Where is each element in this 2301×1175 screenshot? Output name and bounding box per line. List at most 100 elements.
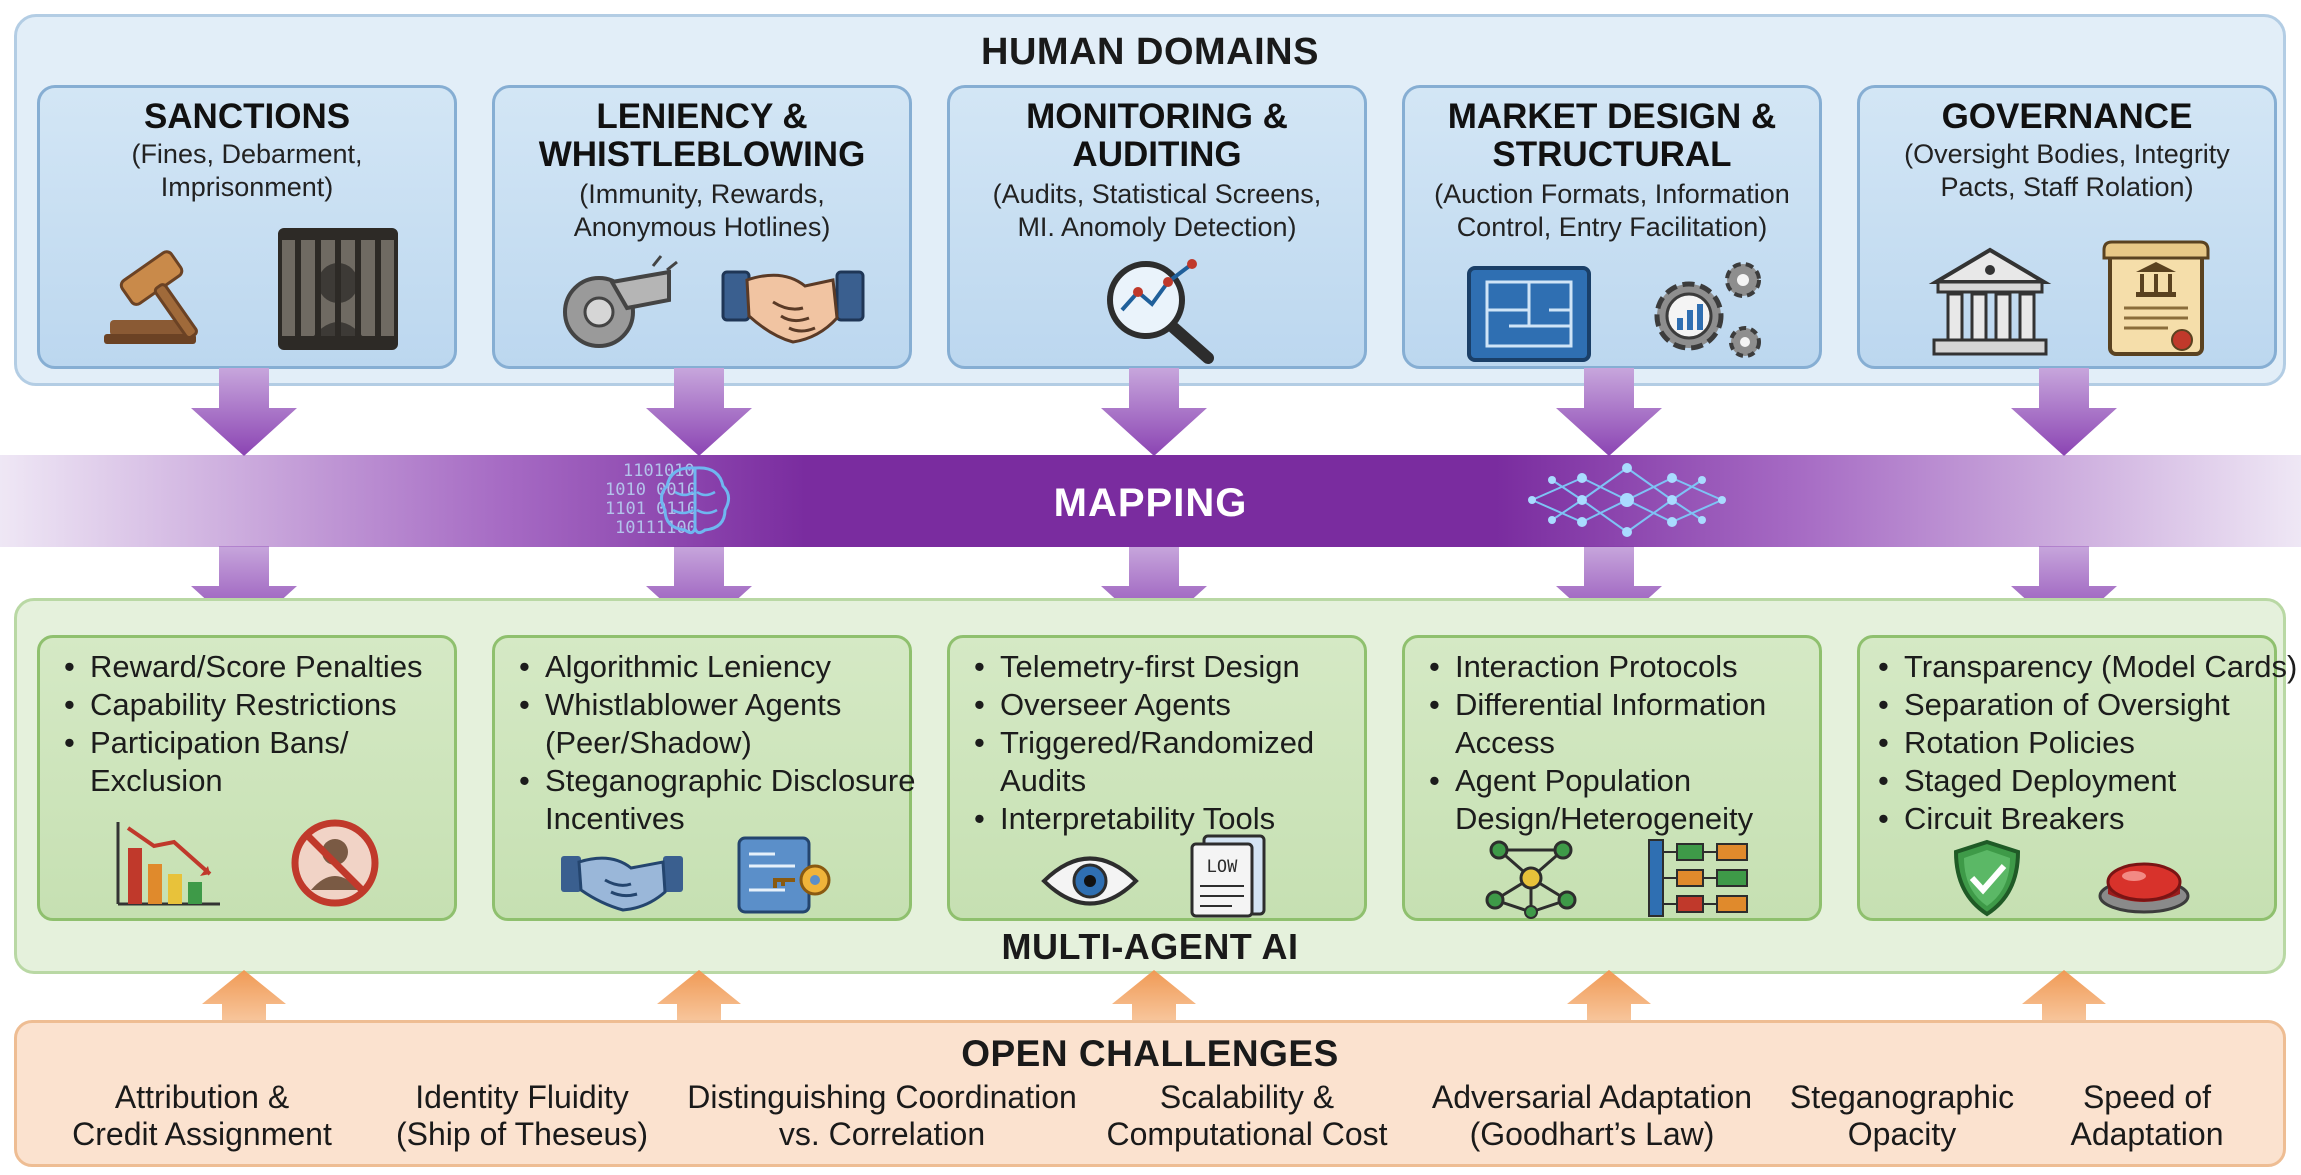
challenge-item: Adversarial Adaptation(Goodhart’s Law) xyxy=(1431,1079,1753,1152)
network-icon xyxy=(1485,840,1577,919)
bullet-list: Interaction Protocols Differential Infor… xyxy=(1429,648,1766,838)
courthouse-icon xyxy=(1928,247,2052,356)
card-subtitle-line: Imprisonment) xyxy=(160,172,334,202)
card-sanctions: SANCTIONS (Fines, Debarment, Imprisonmen… xyxy=(37,85,457,369)
log-label: LOW xyxy=(1207,857,1238,877)
bullet-item: Capability Restrictions xyxy=(64,686,423,724)
binary-text: 1101010 1010 0010 1101 0110 10111100 xyxy=(605,462,697,538)
bullet-item: Overseer Agents xyxy=(974,686,1314,724)
bullet-item: Algorithmic Leniency xyxy=(519,648,916,686)
multi-agent-ai-title: MULTI-AGENT AI xyxy=(1001,926,1299,967)
handshake-icon xyxy=(721,270,865,344)
bullet-item: Reward/Score Penalties xyxy=(64,648,423,686)
human-domains-panel: HUMAN DOMAINS SANCTIONS (Fines, Debarmen… xyxy=(14,14,2286,386)
bullet-item: Separation of Oversight xyxy=(1878,686,2297,724)
mapping-band xyxy=(0,455,2301,547)
binary-line: 1101010 xyxy=(623,461,695,481)
card-title-line: MONITORING & xyxy=(1026,97,1288,136)
shield-check-icon xyxy=(1953,839,2021,917)
arrow-down-2 xyxy=(646,368,752,456)
card-market-design-ai: Interaction Protocols Differential Infor… xyxy=(1402,635,1822,921)
log-document-icon: LOW xyxy=(1190,834,1266,918)
arrow-up-4 xyxy=(1567,970,1651,1024)
card-subtitle-line: Anonymous Hotlines) xyxy=(573,212,831,242)
bullet-list: Algorithmic Leniency Whistlablower Agent… xyxy=(519,648,916,838)
arrow-down-10 xyxy=(2011,546,2117,634)
binary-line: 1010 0010 xyxy=(605,480,698,500)
bullet-item: Staged Deployment xyxy=(1878,762,2297,800)
binary-line: 1101 0110 xyxy=(605,499,698,519)
whistle-icon xyxy=(563,255,678,348)
open-challenges-title: OPEN CHALLENGES xyxy=(961,1033,1339,1074)
bullet-item: Rotation Policies xyxy=(1878,724,2297,762)
card-title-line: MARKET DESIGN & xyxy=(1447,97,1777,136)
bullet-item: Whistlablower Agents(Peer/Shadow) xyxy=(519,686,916,762)
bullet-list: Transparency (Model Cards) Separation of… xyxy=(1878,648,2297,838)
bullet-item: Telemetry-first Design xyxy=(974,648,1314,686)
declining-chart-icon xyxy=(116,822,220,906)
card-title-line: STRUCTURAL xyxy=(1492,135,1732,174)
gears-chart-icon xyxy=(1654,262,1761,358)
card-monitoring-ai: Telemetry-first Design Overseer Agents T… xyxy=(947,635,1367,921)
arrow-up-2 xyxy=(657,970,741,1024)
card-subtitle-line: Pacts, Staff Rolation) xyxy=(1940,172,2194,202)
prison-bars-icon xyxy=(278,228,398,350)
open-challenges-panel: OPEN CHALLENGES Attribution &Credit Assi… xyxy=(14,1020,2286,1167)
arrow-down-6 xyxy=(191,546,297,634)
bullet-list: Reward/Score Penalties Capability Restri… xyxy=(64,648,423,800)
hierarchy-chart-icon xyxy=(1648,839,1748,917)
bullet-item: Participation Bans/Exclusion xyxy=(64,724,423,800)
challenge-item: Attribution &Credit Assignment xyxy=(72,1079,332,1152)
arrow-down-1 xyxy=(191,368,297,456)
eye-icon xyxy=(1041,856,1139,906)
arrow-up-3 xyxy=(1112,970,1196,1024)
brain-icon xyxy=(660,466,730,535)
bullet-item: Interaction Protocols xyxy=(1429,648,1766,686)
arrow-up-1 xyxy=(202,970,286,1024)
card-leniency-whistleblowing: LENIENCY & WHISTLEBLOWING (Immunity, Rew… xyxy=(492,85,912,369)
card-subtitle-line: Control, Entry Facilitation) xyxy=(1456,212,1768,242)
card-title-line: SANCTIONS xyxy=(143,97,351,136)
bullet-item: Transparency (Model Cards) xyxy=(1878,648,2297,686)
arrow-down-4 xyxy=(1556,368,1662,456)
card-subtitle-line: (Oversight Bodies, Integrity xyxy=(1904,139,2230,169)
binary-line: 10111100 xyxy=(615,518,697,538)
neural-network-icon xyxy=(1528,463,1726,537)
arrow-down-5 xyxy=(2011,368,2117,456)
multi-agent-ai-panel: MULTI-AGENT AI Reward/Score Penalties Ca… xyxy=(14,598,2297,974)
gavel-icon xyxy=(104,250,198,344)
human-domains-title: HUMAN DOMAINS xyxy=(981,31,1319,73)
card-subtitle-line: (Immunity, Rewards, xyxy=(579,179,825,209)
red-button-icon xyxy=(2098,862,2190,914)
card-governance-ai: Transparency (Model Cards) Separation of… xyxy=(1857,635,2297,921)
card-monitoring-auditing: MONITORING & AUDITING (Audits, Statistic… xyxy=(947,85,1367,369)
mapping-label: MAPPING xyxy=(1053,481,1248,525)
card-title-line: GOVERNANCE xyxy=(1941,97,2193,136)
arrow-up-5 xyxy=(2022,970,2106,1024)
card-title-line: AUDITING xyxy=(1072,135,1242,174)
card-subtitle-line: (Audits, Statistical Screens, xyxy=(992,179,1322,209)
bullet-list: Telemetry-first Design Overseer Agents T… xyxy=(974,648,1314,838)
blueprint-icon xyxy=(1467,266,1591,362)
handshake-icon xyxy=(561,856,683,912)
card-sanctions-ai: Reward/Score Penalties Capability Restri… xyxy=(37,635,457,921)
arrow-down-7 xyxy=(646,546,752,634)
card-subtitle-line: (Fines, Debarment, xyxy=(131,139,363,169)
arrow-down-8 xyxy=(1101,546,1207,634)
bullet-item: Circuit Breakers xyxy=(1878,800,2297,838)
certificate-scroll-icon xyxy=(2102,240,2210,356)
card-subtitle-line: (Auction Formats, Information xyxy=(1434,179,1790,209)
challenge-item: Identity Fluidity(Ship of Theseus) xyxy=(396,1079,648,1152)
document-key-icon xyxy=(737,836,831,914)
card-market-design: MARKET DESIGN & STRUCTURAL (Auction Form… xyxy=(1402,85,1822,369)
card-governance: GOVERNANCE (Oversight Bodies, Integrity … xyxy=(1857,85,2277,369)
